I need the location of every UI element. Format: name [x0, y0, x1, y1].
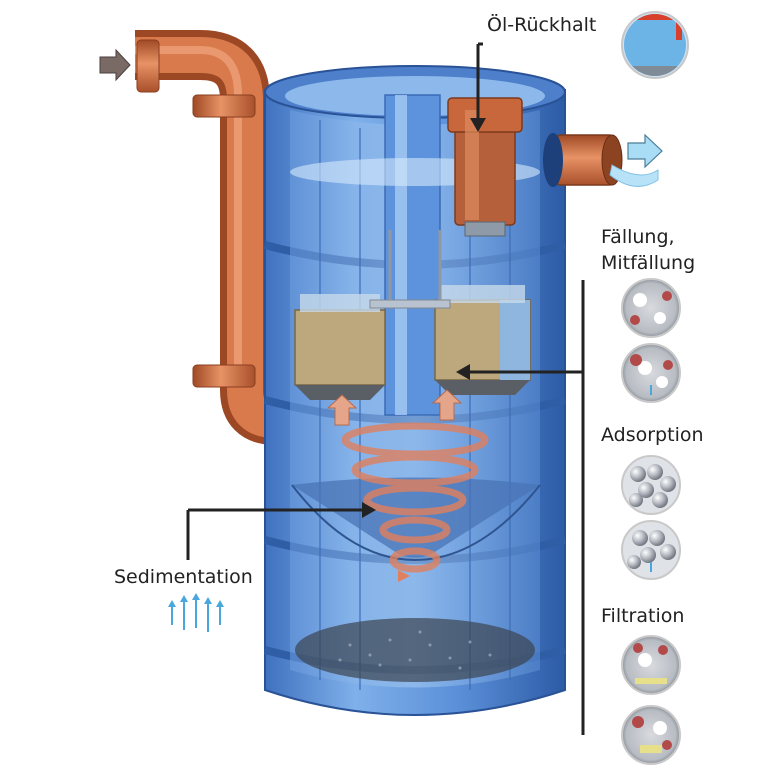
outflow-arrow-icon: [627, 133, 663, 169]
sediment-floor: [295, 618, 535, 682]
precipitation-particle-icon: [621, 278, 681, 338]
central-pipe: [384, 94, 441, 416]
filter-basket-left: [294, 294, 386, 400]
label-coprecipitation: Mitfällung: [601, 252, 696, 274]
label-filtration: Filtration: [601, 605, 685, 627]
oil-retention-fitting: [447, 97, 523, 237]
label-sedimentation: Sedimentation: [114, 566, 253, 588]
sediment-arrows-icon: [171, 598, 221, 632]
adsorption-particle-icon: [621, 455, 681, 515]
callout-lines: [186, 42, 585, 735]
adsorption-particle-icon-2: [621, 520, 681, 580]
inlet-pipe: [135, 30, 277, 445]
filtration-particle-icon-2: [621, 705, 681, 765]
filtration-particle-icon: [621, 635, 681, 695]
filter-basket-right: [434, 285, 531, 395]
inflow-arrow-icon: [99, 48, 131, 82]
coprecipitation-particle-icon: [621, 343, 681, 403]
label-oil-retention: Öl-Rückhalt: [487, 14, 597, 36]
swirl-flow: [341, 422, 489, 573]
upflow-arrows: [326, 389, 463, 426]
outlet-pipe: [543, 133, 659, 187]
label-adsorption: Adsorption: [601, 424, 704, 446]
label-precipitation: Fällung,: [601, 226, 675, 248]
oil-retention-icon: [621, 11, 689, 79]
